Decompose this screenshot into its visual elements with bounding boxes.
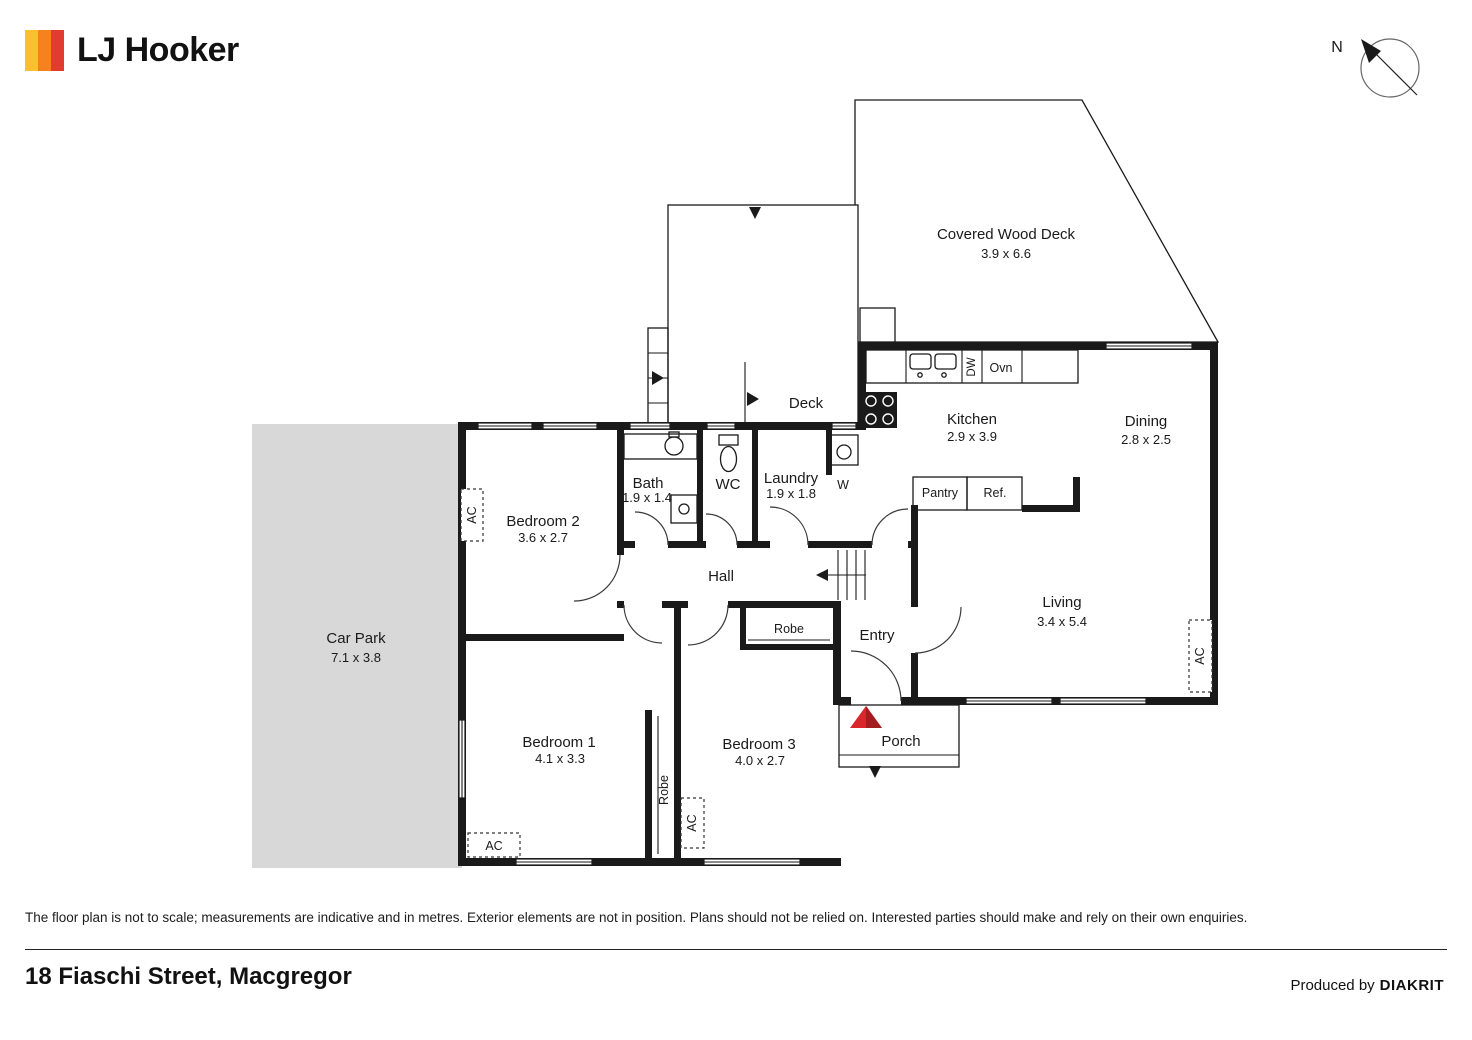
room-label-hall: Hall — [708, 568, 734, 585]
producer-name: DIAKRIT — [1379, 977, 1444, 994]
lj-hooker-logo: LJ Hooker — [25, 30, 239, 71]
room-label-entry: Entry — [859, 627, 895, 644]
room-label-kitchen: Kitchen — [947, 411, 997, 428]
compass-north-label: N — [1331, 39, 1343, 56]
room-dims-kitchen: 2.9 x 3.9 — [947, 429, 997, 444]
kitchen-bench — [862, 349, 1079, 428]
logo-stripes-icon — [25, 30, 64, 71]
door-arcs — [573, 506, 962, 702]
robe-label-bedroom1: Robe — [657, 775, 671, 805]
stove-icon — [862, 392, 897, 428]
produced-by-text: Produced by — [1290, 977, 1375, 994]
porch-outline — [838, 704, 960, 778]
pantry-label: Pantry — [922, 486, 959, 500]
dishwasher-label: DW — [966, 357, 978, 376]
room-label-bedroom3: Bedroom 3 — [722, 736, 795, 753]
window — [706, 422, 736, 430]
washer-label: W — [837, 478, 849, 492]
room-dims-living: 3.4 x 5.4 — [1037, 614, 1087, 629]
ac-label: AC — [485, 839, 502, 853]
robe-label-bedroom3: Robe — [774, 622, 804, 636]
disclaimer-text: The floor plan is not to scale; measurem… — [25, 910, 1248, 925]
room-dims-car-park: 7.1 x 3.8 — [331, 650, 381, 665]
toilet-icon — [718, 434, 739, 473]
kitchen-sink-icon — [909, 353, 957, 378]
room-label-wc: WC — [716, 476, 741, 493]
windows — [458, 342, 1193, 866]
ac-unit-bedroom2: AC — [460, 488, 484, 542]
room-label-deck: Deck — [789, 395, 824, 412]
ac-label: AC — [685, 814, 699, 831]
window — [458, 719, 466, 799]
room-label-bedroom1: Bedroom 1 — [522, 734, 595, 751]
ac-label: AC — [465, 506, 479, 523]
room-dims-bedroom2: 3.6 x 2.7 — [518, 530, 568, 545]
fridge-label: Ref. — [984, 486, 1007, 500]
logo-wordmark: LJ Hooker — [77, 31, 239, 69]
deck-outline — [647, 204, 859, 429]
property-address: 18 Fiaschi Street, Macgregor — [25, 963, 352, 990]
window — [477, 422, 533, 430]
oven-label: Ovn — [990, 361, 1013, 375]
ac-label: AC — [1193, 647, 1207, 664]
window — [1059, 697, 1147, 705]
deck-entry-arrow-icon — [749, 207, 761, 219]
footer-divider — [25, 949, 1447, 950]
porch-steps-arrow-icon — [869, 766, 881, 778]
logo-stripe-red — [51, 30, 64, 71]
compass-ring — [1360, 38, 1420, 98]
stairs-arrow-icon — [816, 569, 828, 581]
stairs — [816, 550, 866, 600]
car-park-area — [252, 424, 462, 868]
room-dims-dining: 2.8 x 2.5 — [1121, 432, 1171, 447]
bath-vanity-icon — [623, 431, 698, 460]
ac-unit-living: AC — [1188, 619, 1213, 693]
logo-stripe-yellow — [25, 30, 38, 71]
room-label-dining: Dining — [1125, 413, 1168, 430]
compass: N — [1331, 38, 1420, 98]
deck-level-arrow-icon — [747, 392, 759, 406]
washing-machine-icon — [829, 434, 859, 466]
compass-needle-tail — [1374, 52, 1418, 96]
ac-unit-bedroom3: AC — [680, 797, 705, 849]
room-label-laundry: Laundry — [764, 470, 819, 487]
window — [831, 422, 857, 430]
room-label-living: Living — [1042, 594, 1081, 611]
room-dims-bedroom1: 4.1 x 3.3 — [535, 751, 585, 766]
room-dims-covered-deck: 3.9 x 6.6 — [981, 246, 1031, 261]
window — [629, 422, 671, 430]
room-dims-bedroom3: 4.0 x 2.7 — [735, 753, 785, 768]
deck-steps-arrow-icon — [652, 371, 664, 385]
room-label-porch: Porch — [881, 733, 920, 750]
room-dims-bath: 1.9 x 1.4 — [622, 490, 672, 505]
covered-wood-deck-outline — [854, 99, 1220, 343]
compass-needle-icon — [1361, 39, 1381, 63]
window — [1105, 342, 1193, 350]
entrance-marker-icon — [850, 706, 882, 728]
room-dims-laundry: 1.9 x 1.8 — [766, 486, 816, 501]
room-label-bath: Bath — [633, 475, 664, 492]
window — [703, 858, 801, 866]
logo-stripe-orange — [38, 30, 51, 71]
window — [542, 422, 598, 430]
room-label-car-park: Car Park — [326, 630, 386, 647]
ac-unit-bedroom1: AC — [467, 832, 521, 858]
room-label-covered-deck: Covered Wood Deck — [937, 226, 1076, 243]
shower-icon — [670, 494, 698, 524]
window — [965, 697, 1053, 705]
window — [515, 858, 593, 866]
room-label-bedroom2: Bedroom 2 — [506, 513, 579, 530]
fridge-cabinet — [966, 476, 1023, 511]
